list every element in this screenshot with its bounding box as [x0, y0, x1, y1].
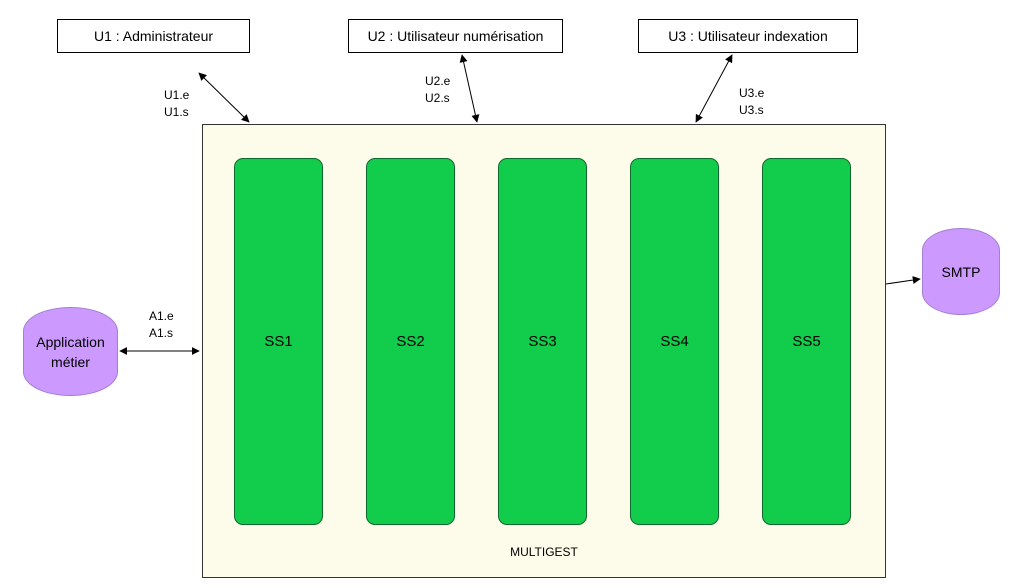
user-u2-label: U2 : Utilisateur numérisation	[367, 28, 544, 44]
subsystem-ss2: SS2	[366, 158, 455, 525]
subsystem-ss5-label: SS5	[792, 333, 821, 350]
u3-flow-out: U3.s	[739, 103, 764, 117]
u3-flow-in: U3.e	[739, 86, 765, 100]
user-u2-box: U2 : Utilisateur numérisation	[348, 19, 563, 53]
user-u3-label: U3 : Utilisateur indexation	[668, 28, 828, 44]
user-u1-box: U1 : Administrateur	[57, 19, 250, 53]
system-name: MULTIGEST	[510, 545, 578, 559]
u2-connector	[459, 54, 480, 123]
external-app-line2: métier	[51, 353, 90, 370]
external-smtp: SMTP	[922, 228, 1000, 315]
external-app-line1: Application	[36, 333, 105, 350]
subsystem-ss2-label: SS2	[396, 333, 425, 350]
subsystem-ss4: SS4	[630, 158, 719, 525]
subsystem-ss1: SS1	[234, 158, 323, 525]
u2-flow-labels: U2.e U2.s	[425, 73, 450, 107]
user-u1-label: U1 : Administrateur	[93, 28, 214, 44]
smtp-label: SMTP	[941, 263, 981, 280]
u1-flow-out: U1.s	[164, 105, 189, 119]
subsystem-ss5: SS5	[762, 158, 851, 525]
user-u3-box: U3 : Utilisateur indexation	[638, 19, 858, 53]
app-flow-out: A1.s	[149, 326, 174, 340]
subsystem-ss1-label: SS1	[264, 333, 293, 350]
external-application: Application métier	[23, 307, 118, 396]
subsystem-ss3-label: SS3	[528, 333, 557, 350]
subsystem-ss4-label: SS4	[660, 333, 689, 350]
u2-flow-out: U2.s	[425, 91, 450, 105]
u3-connector	[695, 54, 733, 123]
smtp-connector	[885, 276, 921, 285]
u1-flow-in: U1.e	[164, 88, 190, 102]
u3-flow-labels: U3.e U3.s	[739, 85, 764, 119]
subsystem-ss3: SS3	[498, 158, 587, 525]
u2-flow-in: U2.e	[425, 74, 451, 88]
app-flow-in: A1.e	[149, 309, 174, 323]
u1-flow-labels: U1.e U1.s	[164, 87, 189, 121]
app-flow-labels: A1.e A1.s	[149, 308, 174, 342]
u1-connector	[198, 72, 250, 123]
